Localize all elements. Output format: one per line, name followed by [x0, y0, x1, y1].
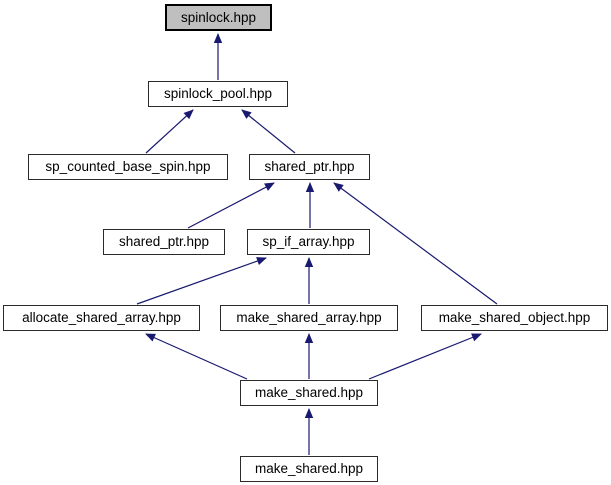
edge-shared_ptr_mid-to-shared_ptr_top: [187, 182, 275, 229]
edge-shared_ptr_top-to-spinlock_pool: [241, 109, 296, 154]
graph-node-allocate_shared_array[interactable]: allocate_shared_array.hpp: [3, 305, 200, 331]
edge-make_shared_mid-to-allocate_shared_array: [145, 333, 248, 380]
graph-node-sp_if_array[interactable]: sp_if_array.hpp: [247, 229, 370, 255]
edge-make_shared_mid-to-make_shared_object: [368, 333, 482, 380]
graph-node-make_shared_array[interactable]: make_shared_array.hpp: [220, 305, 398, 331]
edge-make_shared_object-to-shared_ptr_top: [333, 182, 498, 305]
graph-node-shared_ptr_top[interactable]: shared_ptr.hpp: [249, 154, 370, 180]
graph-node-make_shared_bottom[interactable]: make_shared.hpp: [240, 456, 378, 482]
edge-allocate_shared_array-to-sp_if_array: [136, 257, 267, 305]
graph-node-sp_counted_base_spin[interactable]: sp_counted_base_spin.hpp: [28, 154, 228, 180]
graph-node-make_shared_mid[interactable]: make_shared.hpp: [240, 380, 378, 406]
graph-node-spinlock[interactable]: spinlock.hpp: [165, 4, 272, 31]
edge-sp_counted_base_spin-to-spinlock_pool: [145, 109, 194, 154]
graph-node-spinlock_pool[interactable]: spinlock_pool.hpp: [148, 81, 288, 107]
graph-node-make_shared_object[interactable]: make_shared_object.hpp: [421, 305, 608, 331]
graph-node-shared_ptr_mid[interactable]: shared_ptr.hpp: [103, 229, 225, 255]
